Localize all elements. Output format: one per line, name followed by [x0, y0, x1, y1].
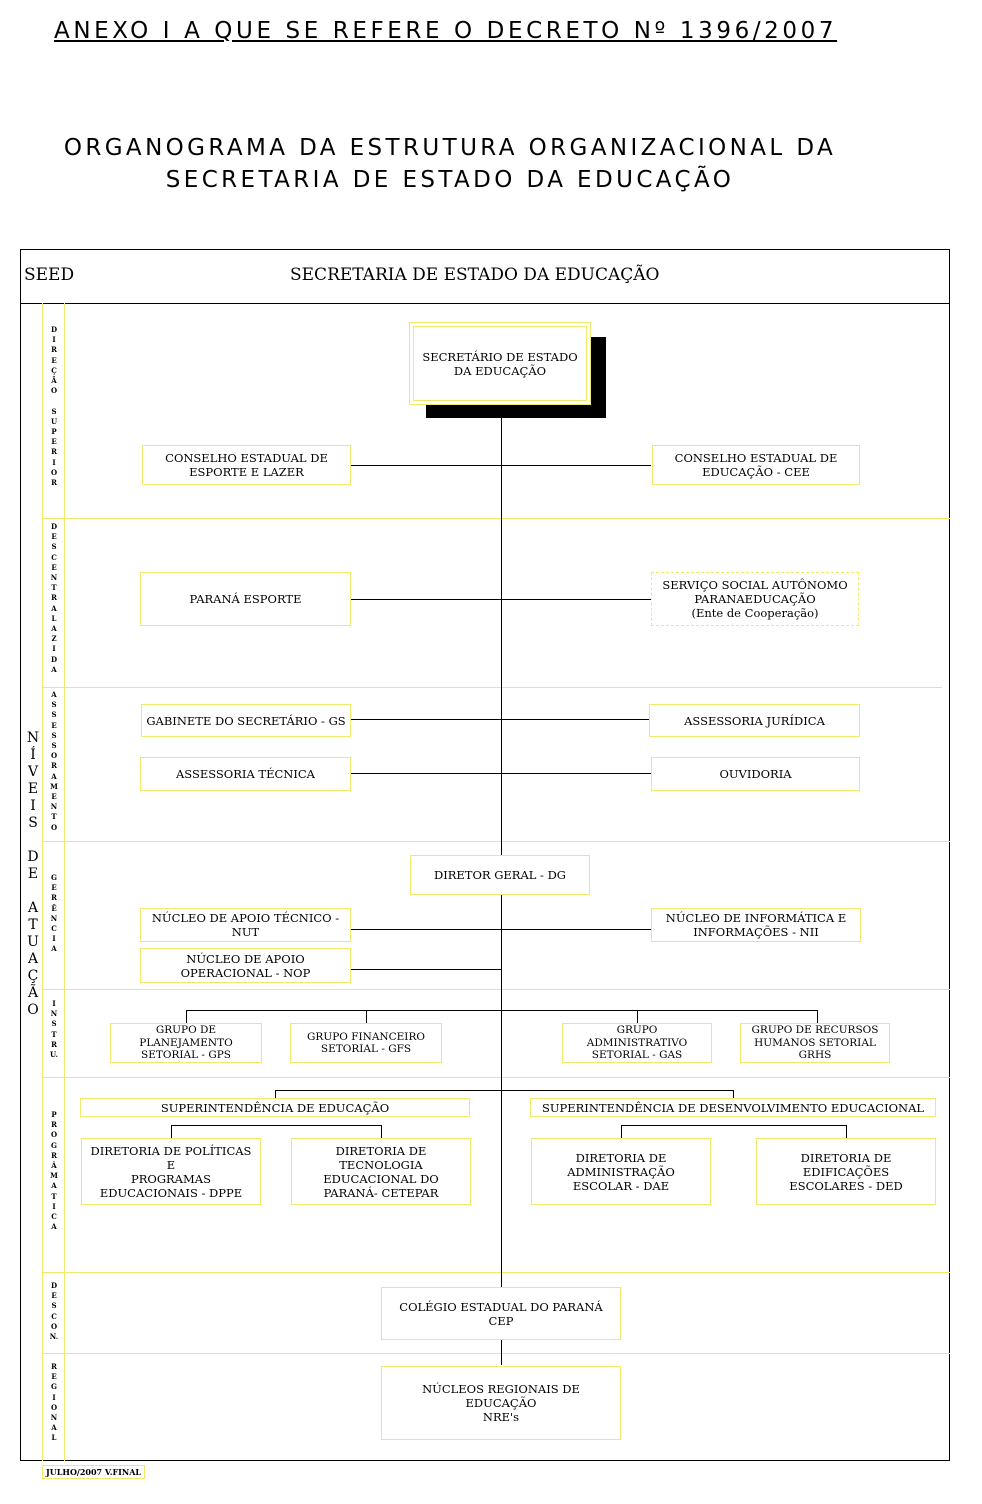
section-divider	[42, 841, 950, 842]
dppe-box: DIRETORIA DE POLÍTICAS E PROGRAMAS EDUCA…	[81, 1138, 261, 1205]
section-divider	[42, 989, 950, 990]
org-title-line1: ORGANOGRAMA DA ESTRUTURA ORGANIZACIONAL …	[63, 135, 837, 161]
connector-line	[351, 773, 651, 774]
section-label-descon: D E S C O N.	[49, 1281, 59, 1342]
servico-social-box: SERVIÇO SOCIAL AUTÔNOMO PARANAEDUCAÇÃO (…	[651, 572, 859, 626]
assessoria-tecnica-box: ASSESSORIA TÉCNICA	[140, 757, 351, 791]
section-label-instru: I N S T R U.	[50, 999, 58, 1060]
levels-label: N Í V E I S D E A T U A Ç Ã O	[26, 730, 40, 1018]
instru-bus-line	[186, 1010, 818, 1011]
org-title-line2: SECRETARIA DE ESTADO DA EDUCAÇÃO	[165, 167, 735, 193]
connector-line	[621, 1125, 622, 1138]
cetepar-box: DIRETORIA DE TECNOLOGIA EDUCACIONAL DO P…	[291, 1138, 471, 1205]
superintendencia-educacao-box: SUPERINTENDÊNCIA DE EDUCAÇÃO	[80, 1098, 470, 1117]
secretario-box: SECRETÁRIO DE ESTADO DA EDUCAÇÃO	[409, 322, 591, 405]
section-divider	[42, 518, 950, 519]
connector-line	[621, 1125, 847, 1126]
connector-line	[846, 1125, 847, 1138]
connector-line	[186, 1010, 187, 1023]
section-divider	[42, 1353, 950, 1354]
grhs-box: GRUPO DE RECURSOS HUMANOS SETORIAL GRHS	[740, 1023, 890, 1063]
connector-line	[381, 1125, 382, 1138]
gps-box: GRUPO DE PLANEJAMENTO SETORIAL - GPS	[110, 1023, 262, 1063]
header-divider	[20, 303, 950, 304]
nres-box: NÚCLEOS REGIONAIS DE EDUCAÇÃO NRE's	[381, 1366, 621, 1440]
programatica-bus-line	[275, 1090, 734, 1091]
connector-line	[275, 1090, 276, 1098]
section-divider	[42, 1077, 950, 1078]
gfs-box: GRUPO FINANCEIRO SETORIAL - GFS	[290, 1023, 442, 1063]
parana-esporte-box: PARANÁ ESPORTE	[140, 572, 351, 626]
superintendencia-desenvolvimento-box: SUPERINTENDÊNCIA DE DESENVOLVIMENTO EDUC…	[530, 1098, 936, 1117]
ouvidoria-box: OUVIDORIA	[651, 757, 860, 791]
level-column-divider	[42, 303, 43, 1461]
connector-line	[171, 1125, 172, 1138]
section-label-programatica: P R O G R Á M A T I C A	[50, 1110, 58, 1232]
section-divider	[42, 1272, 950, 1273]
connector-line	[817, 1010, 818, 1023]
connector-line	[351, 599, 651, 600]
connector-line	[637, 1010, 638, 1023]
connector-line	[366, 1010, 367, 1023]
section-label-assessoramento: A S S E S S O R A M E N T O	[50, 690, 58, 832]
connector-line	[171, 1125, 381, 1126]
section-divider	[42, 687, 942, 688]
connector-line	[351, 969, 502, 970]
gas-box: GRUPO ADMINISTRATIVO SETORIAL - GAS	[562, 1023, 712, 1063]
section-label-regional: R E G I O N A L	[50, 1362, 58, 1443]
cep-box: COLÉGIO ESTADUAL DO PARANÁ CEP	[381, 1287, 621, 1340]
version-footer: JULHO/2007 V.FINAL	[42, 1465, 146, 1479]
dae-box: DIRETORIA DE ADMINISTRAÇÃO ESCOLAR - DAE	[531, 1138, 711, 1205]
nut-box: NÚCLEO DE APOIO TÉCNICO - NUT	[140, 908, 351, 942]
decree-title: ANEXO I A QUE SE REFERE O DECRETO Nº 139…	[54, 18, 838, 44]
conselho-esporte-box: CONSELHO ESTADUAL DE ESPORTE E LAZER	[142, 445, 351, 485]
nii-box: NÚCLEO DE INFORMÁTICA E INFORMAÇÕES - NI…	[651, 908, 861, 942]
connector-line	[733, 1090, 734, 1098]
gabinete-box: GABINETE DO SECRETÁRIO - GS	[141, 704, 351, 737]
section-label-descentralizada: D E S C E N T R A L A Z I D A	[50, 522, 58, 674]
section-label-direcao-superior: D I R E Ç Ã O S U P E R I O R	[50, 325, 58, 488]
nop-box: NÚCLEO DE APOIO OPERACIONAL - NOP	[140, 948, 351, 983]
seed-label: SEED	[24, 265, 75, 285]
section-column-divider	[64, 303, 65, 1461]
connector-line	[351, 465, 651, 466]
section-label-gerencia: G E R Ê N C I A	[50, 873, 58, 954]
seed-name: SECRETARIA DE ESTADO DA EDUCAÇÃO	[290, 265, 660, 285]
connector-line	[351, 719, 649, 720]
ded-box: DIRETORIA DE EDIFICAÇÕES ESCOLARES - DED	[756, 1138, 936, 1205]
connector-line	[351, 929, 651, 930]
org-chart-frame	[20, 249, 950, 1461]
conselho-educacao-box: CONSELHO ESTADUAL DE EDUCAÇÃO - CEE	[652, 445, 860, 485]
diretor-geral-box: DIRETOR GERAL - DG	[410, 855, 590, 895]
assessoria-juridica-box: ASSESSORIA JURÍDICA	[649, 704, 860, 737]
